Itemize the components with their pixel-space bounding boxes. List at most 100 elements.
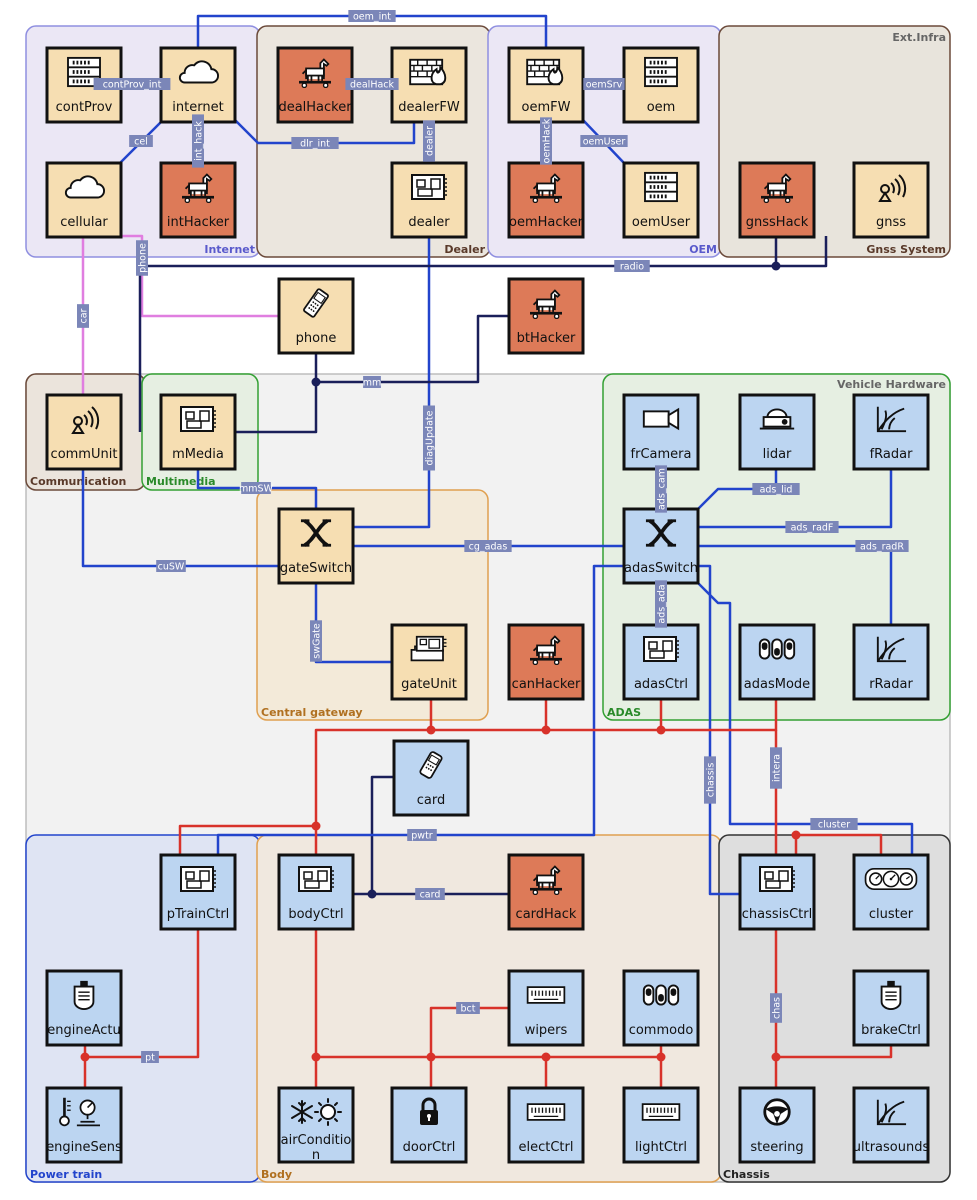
node-lidar[interactable]: lidar xyxy=(738,393,816,471)
node-adasswitch[interactable]: adasSwitch xyxy=(622,507,700,585)
junction-dot xyxy=(426,1052,436,1062)
link-label-cluster: cluster xyxy=(810,818,858,831)
junction-dot xyxy=(771,261,781,271)
node-fradar[interactable]: fRadar xyxy=(852,393,930,471)
node-mmedia[interactable]: mMedia xyxy=(159,393,237,471)
node-label: contProv xyxy=(56,100,113,115)
node-card[interactable]: card xyxy=(392,739,470,817)
node-label: commUnit xyxy=(51,447,118,462)
keyboard-icon xyxy=(526,985,566,1005)
node-steering[interactable]: steering xyxy=(738,1086,816,1164)
link-label-chas: chas xyxy=(770,993,783,1023)
link-label-bg xyxy=(93,78,171,90)
node-box xyxy=(622,507,700,585)
node-ptrainctrl[interactable]: pTrainCtrl xyxy=(159,853,237,931)
node-label: gateSwitch xyxy=(280,561,352,576)
node-electctrl[interactable]: electCtrl xyxy=(507,1086,585,1164)
node-oemuser[interactable]: oemUser xyxy=(622,161,700,239)
node-frcamera[interactable]: frCamera xyxy=(622,393,700,471)
link-label-car: car xyxy=(77,304,90,328)
node-internet[interactable]: internet xyxy=(159,46,237,124)
node-oemhacker[interactable]: oemHacker xyxy=(507,161,585,239)
node-inthacker[interactable]: intHacker xyxy=(159,161,237,239)
node-label: mMedia xyxy=(172,447,224,462)
node-label: phone xyxy=(296,331,337,346)
node-cluster[interactable]: cluster xyxy=(852,853,930,931)
link-label-text: ads_lid xyxy=(760,485,793,496)
node-ultrasounds[interactable]: ultrasounds xyxy=(852,1086,930,1164)
gauges-icon xyxy=(864,867,918,891)
link-label-oemsrv: oemSrv xyxy=(583,78,625,91)
junction-dot xyxy=(656,725,666,735)
node-oemfw[interactable]: oemFW xyxy=(507,46,585,124)
node-chassisctrl[interactable]: chassisCtrl xyxy=(738,853,816,931)
junction-dot xyxy=(541,725,551,735)
junction-dot xyxy=(311,377,321,387)
node-label: electCtrl xyxy=(519,1140,574,1155)
node-box xyxy=(159,161,237,239)
link-radio xyxy=(138,236,778,432)
link-label-dealhack: dealHack xyxy=(345,78,399,91)
node-box xyxy=(277,1086,355,1164)
zone-label-multimedia: Multimedia xyxy=(146,475,216,488)
link-pt xyxy=(85,930,200,1059)
node-enginesens[interactable]: engineSens xyxy=(45,1086,123,1164)
firewall-icon xyxy=(409,58,447,86)
ecu-icon xyxy=(642,635,681,663)
node-label: oemHacker xyxy=(509,215,584,230)
node-adasmode[interactable]: adasMode xyxy=(738,623,816,701)
node-lightctrl[interactable]: lightCtrl xyxy=(622,1086,700,1164)
link-label-bg xyxy=(655,580,667,628)
link-label-bg xyxy=(348,10,396,22)
node-oem[interactable]: oem xyxy=(622,46,700,124)
zone-label-ext-infra: Ext.Infra xyxy=(892,31,946,44)
node-engineactu[interactable]: engineActu xyxy=(45,969,123,1047)
link-label-bg xyxy=(77,304,89,328)
node-label: engineActu xyxy=(47,1023,121,1038)
node-label: canHacker xyxy=(512,677,581,692)
node-wipers[interactable]: wipers xyxy=(507,969,585,1047)
link-label-text: card xyxy=(420,890,441,901)
node-adasctrl[interactable]: adasCtrl xyxy=(622,623,700,701)
ecu-icon xyxy=(179,865,218,893)
node-contprov[interactable]: contProv xyxy=(45,46,123,124)
node-label: airConditio xyxy=(281,1133,352,1148)
node-gnsshack[interactable]: gnssHack xyxy=(738,161,816,239)
node-commodo[interactable]: commodo xyxy=(622,969,700,1047)
zone-label-adas: ADAS xyxy=(607,706,641,719)
zone-label-dealer: Dealer xyxy=(444,243,485,256)
node-dealhacker[interactable]: dealHacker xyxy=(276,46,354,124)
link-label-bg xyxy=(415,888,445,900)
node-communit[interactable]: commUnit xyxy=(45,393,123,471)
node-bodyctrl[interactable]: bodyCtrl xyxy=(277,853,355,931)
node-cellular[interactable]: cellular xyxy=(45,161,123,239)
junction-dot xyxy=(311,1052,321,1062)
node-label: internet xyxy=(172,100,223,115)
node-canhacker[interactable]: canHacker xyxy=(507,623,585,701)
node-doorctrl[interactable]: doorCtrl xyxy=(390,1086,468,1164)
link-label-text: phone xyxy=(138,243,149,273)
node-gnss[interactable]: gnss xyxy=(852,161,930,239)
node-gateswitch[interactable]: gateSwitch xyxy=(277,507,355,585)
link-label-bg xyxy=(192,114,204,168)
link-label-text: bct xyxy=(461,1004,476,1015)
firewall-icon xyxy=(526,58,564,86)
link-label-ads-ada: ads_ada xyxy=(655,580,668,628)
link-label-intera: intera xyxy=(770,747,783,789)
node-cardhack[interactable]: cardHack xyxy=(507,853,585,931)
node-brakectrl[interactable]: brakeCtrl xyxy=(852,969,930,1047)
node-label: cellular xyxy=(60,215,108,230)
link-label-oemuser: oemUser xyxy=(580,135,628,148)
node-gateunit[interactable]: gateUnit xyxy=(390,623,468,701)
node-dealer[interactable]: dealer xyxy=(390,161,468,239)
node-phone[interactable]: phone xyxy=(277,277,355,355)
junction-dot xyxy=(791,830,801,840)
link-label-text: chas xyxy=(772,997,783,1019)
node-bthacker[interactable]: btHacker xyxy=(507,277,585,355)
node-dealerfw[interactable]: dealerFW xyxy=(390,46,468,124)
steering-wheel-icon xyxy=(763,1098,791,1126)
keyboard-icon xyxy=(526,1102,566,1122)
node-rradar[interactable]: rRadar xyxy=(852,623,930,701)
keyboard-icon xyxy=(641,1102,681,1122)
